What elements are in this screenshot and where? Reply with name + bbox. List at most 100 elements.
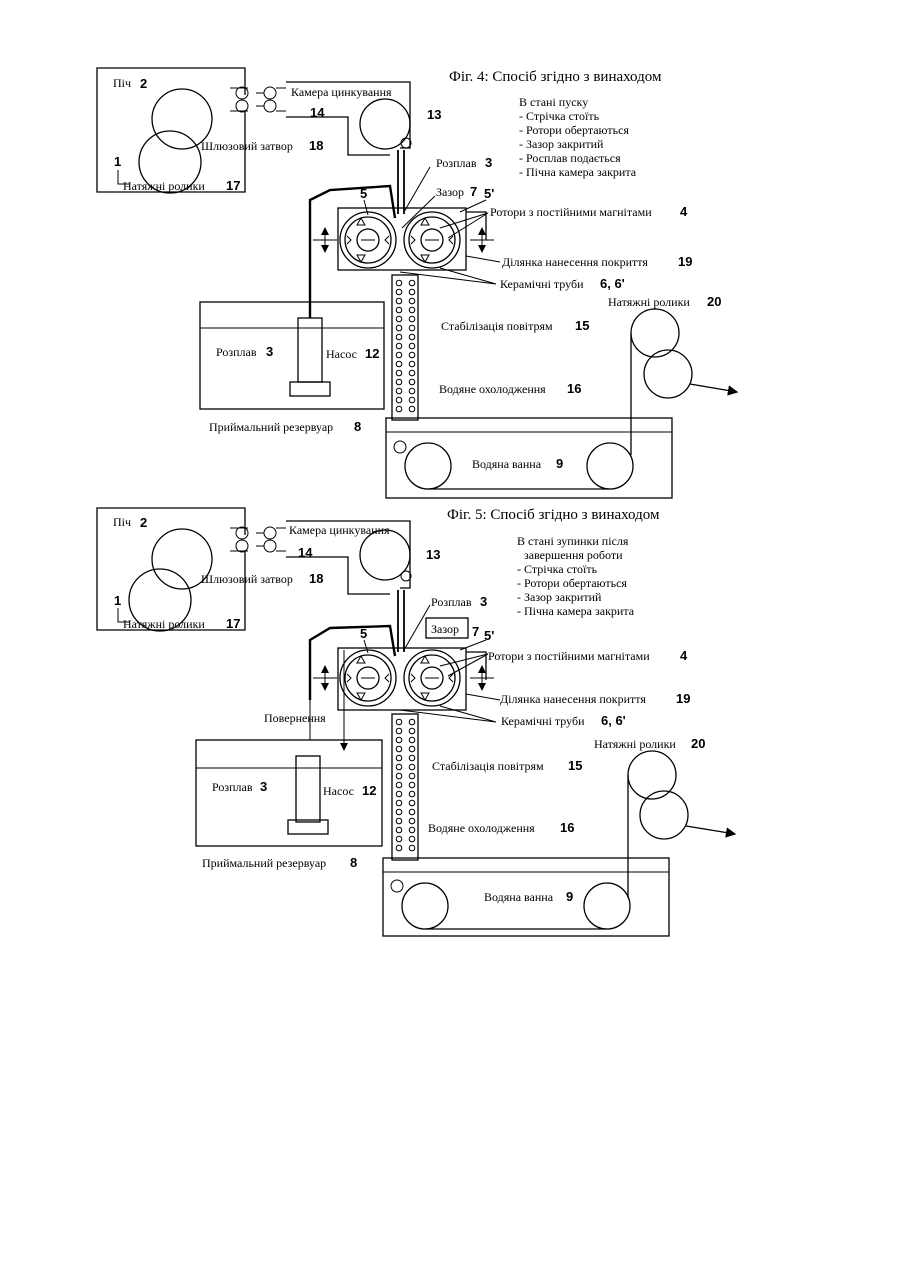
cooling-hole [396, 845, 402, 851]
fig4-tubes-num: 6, 6' [600, 276, 625, 291]
fig5-bath-label: Водяна ванна [484, 890, 554, 904]
rotor-housing [338, 208, 486, 270]
fig5-water-cool-num: 16 [560, 820, 574, 835]
fig5-state-5: - Пічна камера закрита [517, 604, 635, 618]
fig5-rotors-num: 4 [680, 648, 688, 663]
cooling-hole [396, 325, 402, 331]
fig5-furnace-label: Піч [113, 515, 131, 529]
fig4-water-cool-label: Водяне охолодження [439, 382, 546, 396]
fig5-title: Фіг. 5: Спосіб згідно з винаходом [447, 507, 660, 523]
fig5-tension20-num: 20 [691, 736, 705, 751]
cooling-hole [396, 728, 402, 734]
fig4-n14: 14 [310, 105, 325, 120]
cooling-hole [409, 773, 415, 779]
fig4-pump-label: Насос [326, 347, 357, 361]
fig5-tubes-num: 6, 6' [601, 713, 626, 728]
fig4-tension20-label: Натяжні ролики [608, 295, 690, 309]
fig5-state-3: - Ротори обертаються [517, 576, 627, 590]
melt-feed-pipe [310, 186, 395, 318]
fig4-title: Фіг. 4: Спосіб згідно з винаходом [449, 69, 662, 85]
fig5-melt-tank-label: Розплав [212, 780, 253, 794]
lock-rollers [230, 87, 286, 112]
fig4-n13: 13 [427, 107, 441, 122]
cooling-hole [409, 836, 415, 842]
fig5-tubes-label: Керамічні труби [501, 714, 585, 728]
cooling-hole [396, 827, 402, 833]
cooling-hole [396, 334, 402, 340]
cooling-hole [396, 737, 402, 743]
fig4-melt-top-label: Розплав [436, 156, 477, 170]
move-arrows-right [470, 228, 494, 252]
fig5-n5p: 5' [484, 628, 494, 643]
fig5-bath-num: 9 [566, 889, 573, 904]
fig4-tank-label: Приймальний резервуар [209, 420, 333, 434]
fig5-gap-label: Зазор [431, 622, 459, 636]
cooling-hole [396, 406, 402, 412]
melt-feed-pipe [310, 626, 395, 700]
fig5-air-num: 15 [568, 758, 582, 773]
fig4-gap-num: 7 [470, 184, 477, 199]
cooling-hole [409, 809, 415, 815]
cooling-hole [409, 352, 415, 358]
cooling-hole [409, 325, 415, 331]
fig4-air-label: Стабілізація повітрям [441, 319, 553, 333]
cooling-hole [409, 719, 415, 725]
cooling-hole [409, 845, 415, 851]
cooling-hole [396, 343, 402, 349]
fig4-lock-num: 18 [309, 138, 323, 153]
cooling-hole [409, 827, 415, 833]
cooling-hole [409, 764, 415, 770]
fig4-n5p: 5' [484, 186, 494, 201]
fig4-state-2: - Ротори обертаються [519, 123, 629, 137]
fig5-return-label: Повернення [264, 711, 326, 725]
cooling-hole [409, 316, 415, 322]
cooling-hole [396, 379, 402, 385]
cooling-hole [409, 737, 415, 743]
cooling-hole [409, 791, 415, 797]
figure-4: Фіг. 4: Спосіб згідно з винаходом В стан… [97, 68, 737, 498]
fig5-rotors-label: Ротори з постійними магнітами [488, 649, 650, 663]
fig4-tension17-num: 17 [226, 178, 240, 193]
tension-rollers-20 [628, 751, 735, 898]
fig5-state-1: завершення роботи [524, 548, 623, 562]
cooling-hole [396, 316, 402, 322]
cooling-hole [409, 818, 415, 824]
fig4-coat-label: Ділянка нанесення покриття [502, 255, 648, 269]
cooling-hole [396, 818, 402, 824]
fig4-galv-label: Камера цинкування [291, 85, 392, 99]
fig4-gap-label: Зазор [436, 185, 464, 199]
cooling-column [392, 714, 418, 860]
cooling-hole [396, 397, 402, 403]
cooling-hole [396, 280, 402, 286]
fig5-tank-num: 8 [350, 855, 357, 870]
cooling-hole [409, 370, 415, 376]
fig4-tension17-label: Натяжні ролики [123, 179, 205, 193]
cooling-hole [396, 773, 402, 779]
fig4-melt-tank-label: Розплав [216, 345, 257, 359]
fig4-pump-num: 12 [365, 346, 379, 361]
cooling-hole [396, 755, 402, 761]
strip-line [398, 590, 404, 652]
cooling-hole [409, 334, 415, 340]
fig5-state-2: - Стрічка стоїть [517, 562, 598, 576]
cooling-hole [396, 764, 402, 770]
fig5-tension17-num: 17 [226, 616, 240, 631]
fig4-tank-num: 8 [354, 419, 361, 434]
fig5-pump-num: 12 [362, 783, 376, 798]
cooling-hole [409, 800, 415, 806]
fig4-n5: 5 [360, 186, 367, 201]
cooling-hole [409, 755, 415, 761]
cooling-hole [409, 746, 415, 752]
cooling-hole [409, 379, 415, 385]
fig4-state-5: - Пічна камера закрита [519, 165, 637, 179]
cooling-hole [409, 343, 415, 349]
fig5-gap-num: 7 [472, 624, 479, 639]
fig4-air-num: 15 [575, 318, 589, 333]
fig5-state-list: В стані зупинки після завершення роботи … [517, 534, 635, 618]
cooling-hole [396, 836, 402, 842]
fig5-galv-label: Камера цинкування [289, 523, 390, 537]
cooling-hole [396, 746, 402, 752]
cooling-hole [396, 352, 402, 358]
fig4-water-cool-num: 16 [567, 381, 581, 396]
